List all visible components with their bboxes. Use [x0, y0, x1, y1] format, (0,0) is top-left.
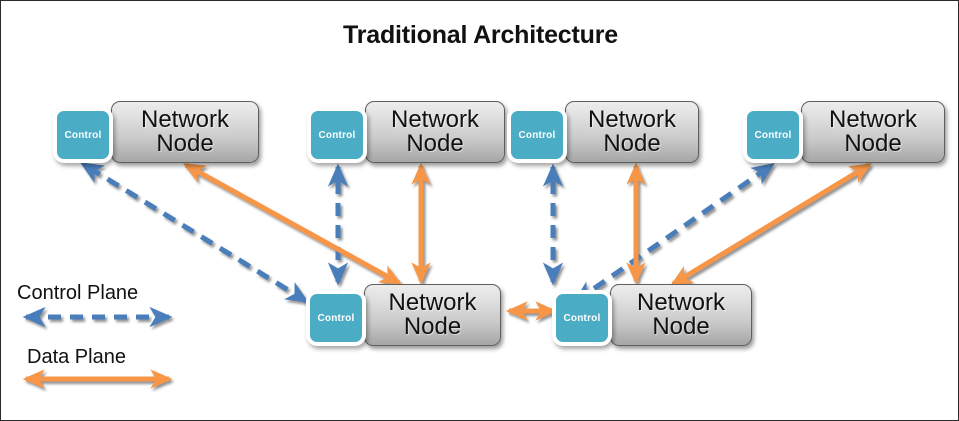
network-node-bottom-2[interactable]: Network Node Control — [552, 284, 752, 346]
node-body: Network Node — [565, 101, 699, 163]
node-label-line2: Node — [603, 130, 661, 157]
control-box[interactable]: Control — [552, 290, 612, 346]
control-link-bl-to-t1 — [80, 161, 309, 304]
network-node-top-1[interactable]: Network Node Control — [53, 101, 259, 163]
node-label-line2: Node — [403, 313, 462, 340]
node-body: Network Node — [111, 101, 259, 163]
control-box-label: Control — [318, 129, 356, 141]
control-box[interactable]: Control — [743, 107, 803, 163]
control-box[interactable]: Control — [507, 107, 567, 163]
data-link-br-to-t4 — [670, 162, 872, 287]
node-body: Network Node — [365, 101, 505, 163]
node-label-line2: Node — [406, 130, 464, 157]
node-label-line1: Network — [390, 105, 480, 133]
legend-data-plane-label: Data Plane — [27, 346, 126, 368]
control-box[interactable]: Control — [307, 107, 367, 163]
node-label-line1: Network — [636, 288, 726, 316]
control-box[interactable]: Control — [306, 290, 366, 346]
node-label-line1: Network — [828, 105, 918, 133]
control-box-label: Control — [563, 312, 601, 324]
node-label-line2: Node — [652, 313, 710, 340]
control-box[interactable]: Control — [53, 107, 113, 163]
node-body: Network Node — [364, 284, 501, 346]
legend-control-plane-label: Control Plane — [17, 282, 139, 304]
network-node-top-3[interactable]: Network Node Control — [507, 101, 699, 163]
control-box-label: Control — [518, 129, 556, 141]
node-body: Network Node — [610, 284, 752, 346]
network-node-top-4[interactable]: Network Node Control — [743, 101, 945, 163]
network-node-bottom-1[interactable]: Network Node Control — [306, 284, 501, 346]
control-box-label: Control — [754, 129, 792, 141]
node-label-line1: Network — [140, 105, 230, 133]
node-label-line1: Network — [388, 288, 477, 316]
network-node-top-2[interactable]: Network Node Control — [307, 101, 505, 163]
node-label-line2: Node — [156, 130, 214, 157]
node-label-line2: Node — [844, 130, 902, 157]
control-box-label: Control — [64, 129, 102, 141]
control-box-label: Control — [317, 312, 355, 324]
node-body: Network Node — [801, 101, 945, 163]
page-title: Traditional Architecture — [343, 21, 618, 49]
node-label-line1: Network — [587, 105, 677, 133]
data-link-bl-to-t1 — [183, 162, 402, 286]
